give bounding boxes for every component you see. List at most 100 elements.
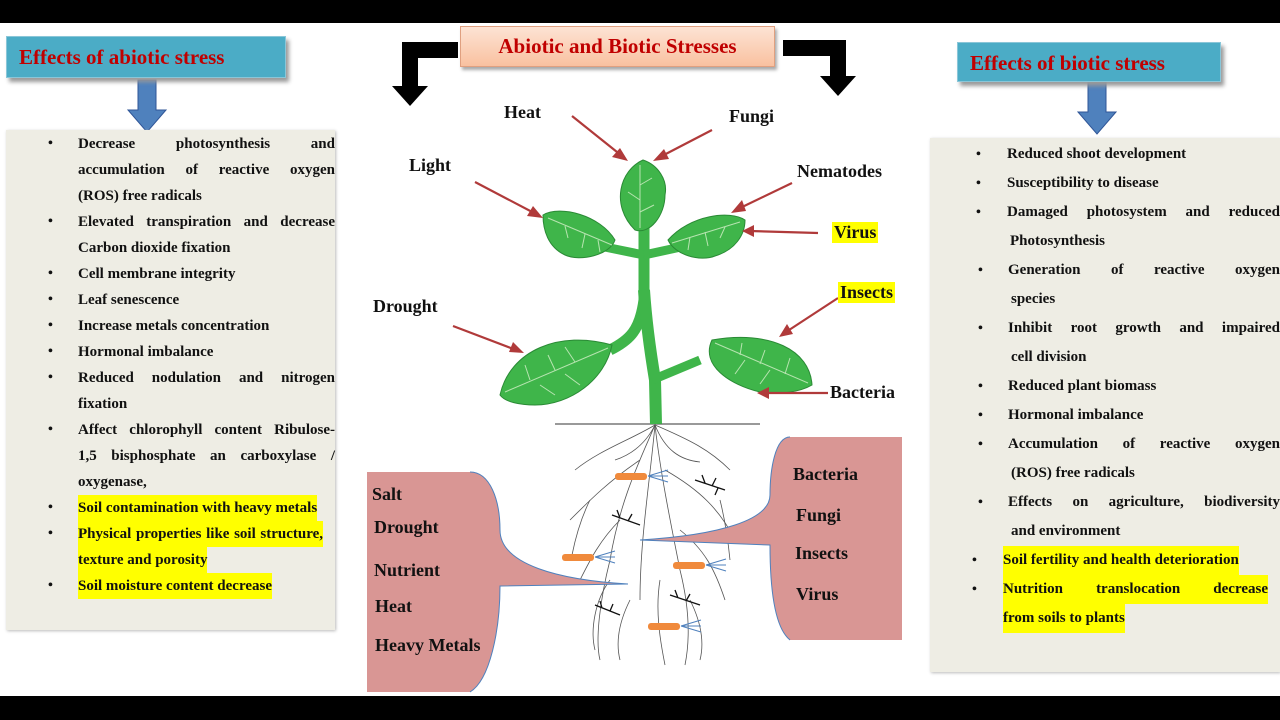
biotic-effect-item-text: Photosynthesis	[1010, 233, 1106, 249]
bullet-icon: •	[48, 370, 53, 385]
abiotic-effect-item: •Affect chlorophyll content Ribulose-1,5…	[6, 417, 335, 495]
abiotic-effect-item: • Soil moisture content decrease	[6, 573, 335, 599]
bullet-icon: •	[48, 214, 53, 229]
abiotic-effect-item: • Decrease photosynthesis and accumulation…	[6, 131, 335, 209]
top-black-bar	[0, 0, 1280, 23]
abiotic-effect-item-text: Soil moisture content decrease	[78, 573, 272, 599]
soil-abiotic-salt: Salt	[372, 484, 403, 504]
leaf-upper-left	[542, 210, 616, 259]
soil-biotic-fungi: Fungi	[796, 505, 842, 525]
abiotic-effect-item: • Leaf senescence	[6, 287, 335, 313]
root-orange-rods	[562, 469, 727, 633]
biotic-effect-item-text: Generation of reactive oxygen	[1008, 262, 1280, 278]
biotic-effect-item: • Reduced plant biomass	[930, 372, 1280, 401]
left-blue-arrow-icon	[126, 79, 168, 133]
label-insects: Insects	[838, 282, 895, 303]
abiotic-effect-item: • Hormonal imbalance	[6, 339, 335, 365]
label-fungi: Fungi	[729, 106, 775, 126]
biotic-effect-item: • Reduced shoot development	[930, 140, 1280, 169]
leaf-lower-right	[709, 336, 813, 394]
abiotic-effect-item-text: Decrease photosynthesis and	[78, 136, 335, 152]
biotic-soil-box	[640, 437, 902, 640]
biotic-effect-item: • Accumulation of reactive oxygen (ROS) fr…	[930, 430, 1280, 488]
abiotic-effect-item-text: Leaf senescence	[78, 292, 180, 308]
abiotic-effect-item-text: texture and porosity	[78, 547, 208, 573]
bullet-icon: •	[48, 422, 53, 437]
bullet-icon: •	[48, 292, 53, 307]
biotic-effect-item-text: from soils to plants	[1003, 604, 1125, 633]
biotic-effect-item-text: Inhibit root growth and impaired	[1008, 320, 1280, 336]
abiotic-effect-item-text: Hormonal imbalance	[78, 344, 214, 360]
abiotic-effect-item-text: Elevated transpiration and decrease	[78, 214, 335, 230]
abiotic-effect-item-text: oxygenase,	[78, 474, 147, 490]
bullet-icon: •	[48, 578, 53, 593]
bullet-icon: •	[978, 495, 983, 510]
abiotic-effect-item-text: Soil contamination with heavy metals	[78, 495, 318, 521]
biotic-effect-item-text: (ROS) free radicals	[1011, 465, 1135, 481]
abiotic-effects-list: • Decrease photosynthesis and accumulation…	[6, 131, 335, 599]
label-virus: Virus	[832, 222, 879, 243]
abiotic-effect-item: • Soil contamination with heavy metals	[6, 495, 335, 521]
biotic-effect-item: • Hormonal imbalance	[930, 401, 1280, 430]
soil-abiotic-heavy-metals: Heavy Metals	[375, 635, 481, 655]
biotic-effects-panel: •Reduced shoot development•Susceptibilit…	[930, 138, 1280, 672]
leaf-lower-left	[499, 339, 613, 406]
biotic-effect-item-text: Reduced shoot development	[1007, 146, 1187, 162]
label-light: Light	[409, 155, 452, 175]
bullet-icon: •	[978, 437, 983, 452]
bullet-icon: •	[976, 205, 981, 220]
biotic-effect-item-text: Nutrition translocation decrease	[1003, 575, 1268, 604]
biotic-effect-item-text: Hormonal imbalance	[1008, 407, 1144, 423]
bullet-icon: •	[48, 318, 53, 333]
bullet-icon: •	[972, 553, 977, 568]
main-title: Abiotic and Biotic Stresses	[460, 26, 775, 67]
biotic-effect-item-text: and environment	[1011, 523, 1121, 539]
left-bent-arrow-icon	[392, 42, 458, 106]
abiotic-effect-item-text: Increase metals concentration	[78, 318, 270, 334]
right-blue-arrow-icon	[1076, 81, 1118, 135]
abiotic-effect-item-text: accumulation of reactive oxygen	[78, 162, 335, 178]
biotic-effect-item-text: Reduced plant biomass	[1008, 378, 1157, 394]
root-pathogen-marks	[594, 474, 726, 616]
biotic-effect-item-text: Effects on agriculture, biodiversity	[1008, 494, 1280, 510]
abiotic-effect-item-text: Cell membrane integrity	[78, 266, 236, 282]
soil-biotic-insects: Insects	[795, 543, 848, 563]
abiotic-effect-item-text: Reduced nodulation and nitrogen	[78, 370, 335, 386]
abiotic-effect-item-text: 1,5 bisphosphate an carboxylase /	[78, 448, 335, 464]
soil-abiotic-drought: Drought	[374, 517, 439, 537]
abiotic-effect-item: • Increase metals concentration	[6, 313, 335, 339]
label-heat: Heat	[504, 102, 541, 122]
soil-biotic-bacteria: Bacteria	[793, 464, 858, 484]
leaf-top	[619, 159, 667, 232]
abiotic-effect-item-text: fixation	[78, 396, 128, 412]
bullet-icon: •	[48, 526, 53, 541]
bullet-icon: •	[48, 344, 53, 359]
biotic-header: Effects of biotic stress	[957, 42, 1221, 82]
abiotic-header: Effects of abiotic stress	[6, 36, 286, 78]
bullet-icon: •	[48, 500, 53, 515]
biotic-effects-list: •Reduced shoot development•Susceptibilit…	[930, 140, 1280, 633]
soil-abiotic-heat: Heat	[375, 596, 412, 616]
bullet-icon: •	[48, 136, 53, 151]
biotic-effect-item-text: Susceptibility to disease	[1007, 175, 1159, 191]
soil-abiotic-nutrient: Nutrient	[374, 560, 440, 580]
red-arrows	[452, 115, 839, 399]
abiotic-soil-box	[367, 472, 628, 692]
bullet-icon: •	[48, 266, 53, 281]
label-bacteria: Bacteria	[830, 382, 895, 402]
bullet-icon: •	[978, 379, 983, 394]
abiotic-effect-item: • Physical properties like soil structure…	[6, 521, 335, 573]
abiotic-effect-item-text: Physical properties like soil structure,	[78, 521, 323, 547]
bullet-icon: •	[976, 147, 981, 162]
soil-biotic-virus: Virus	[796, 584, 839, 604]
biotic-effect-item-text: cell division	[1011, 349, 1087, 365]
biotic-effect-item-text: Accumulation of reactive oxygen	[1008, 436, 1280, 452]
biotic-effect-item: •Susceptibility to disease	[930, 169, 1280, 198]
bullet-icon: •	[978, 408, 983, 423]
abiotic-effect-item: • Cell membrane integrity	[6, 261, 335, 287]
biotic-effect-item-text: species	[1011, 291, 1056, 307]
